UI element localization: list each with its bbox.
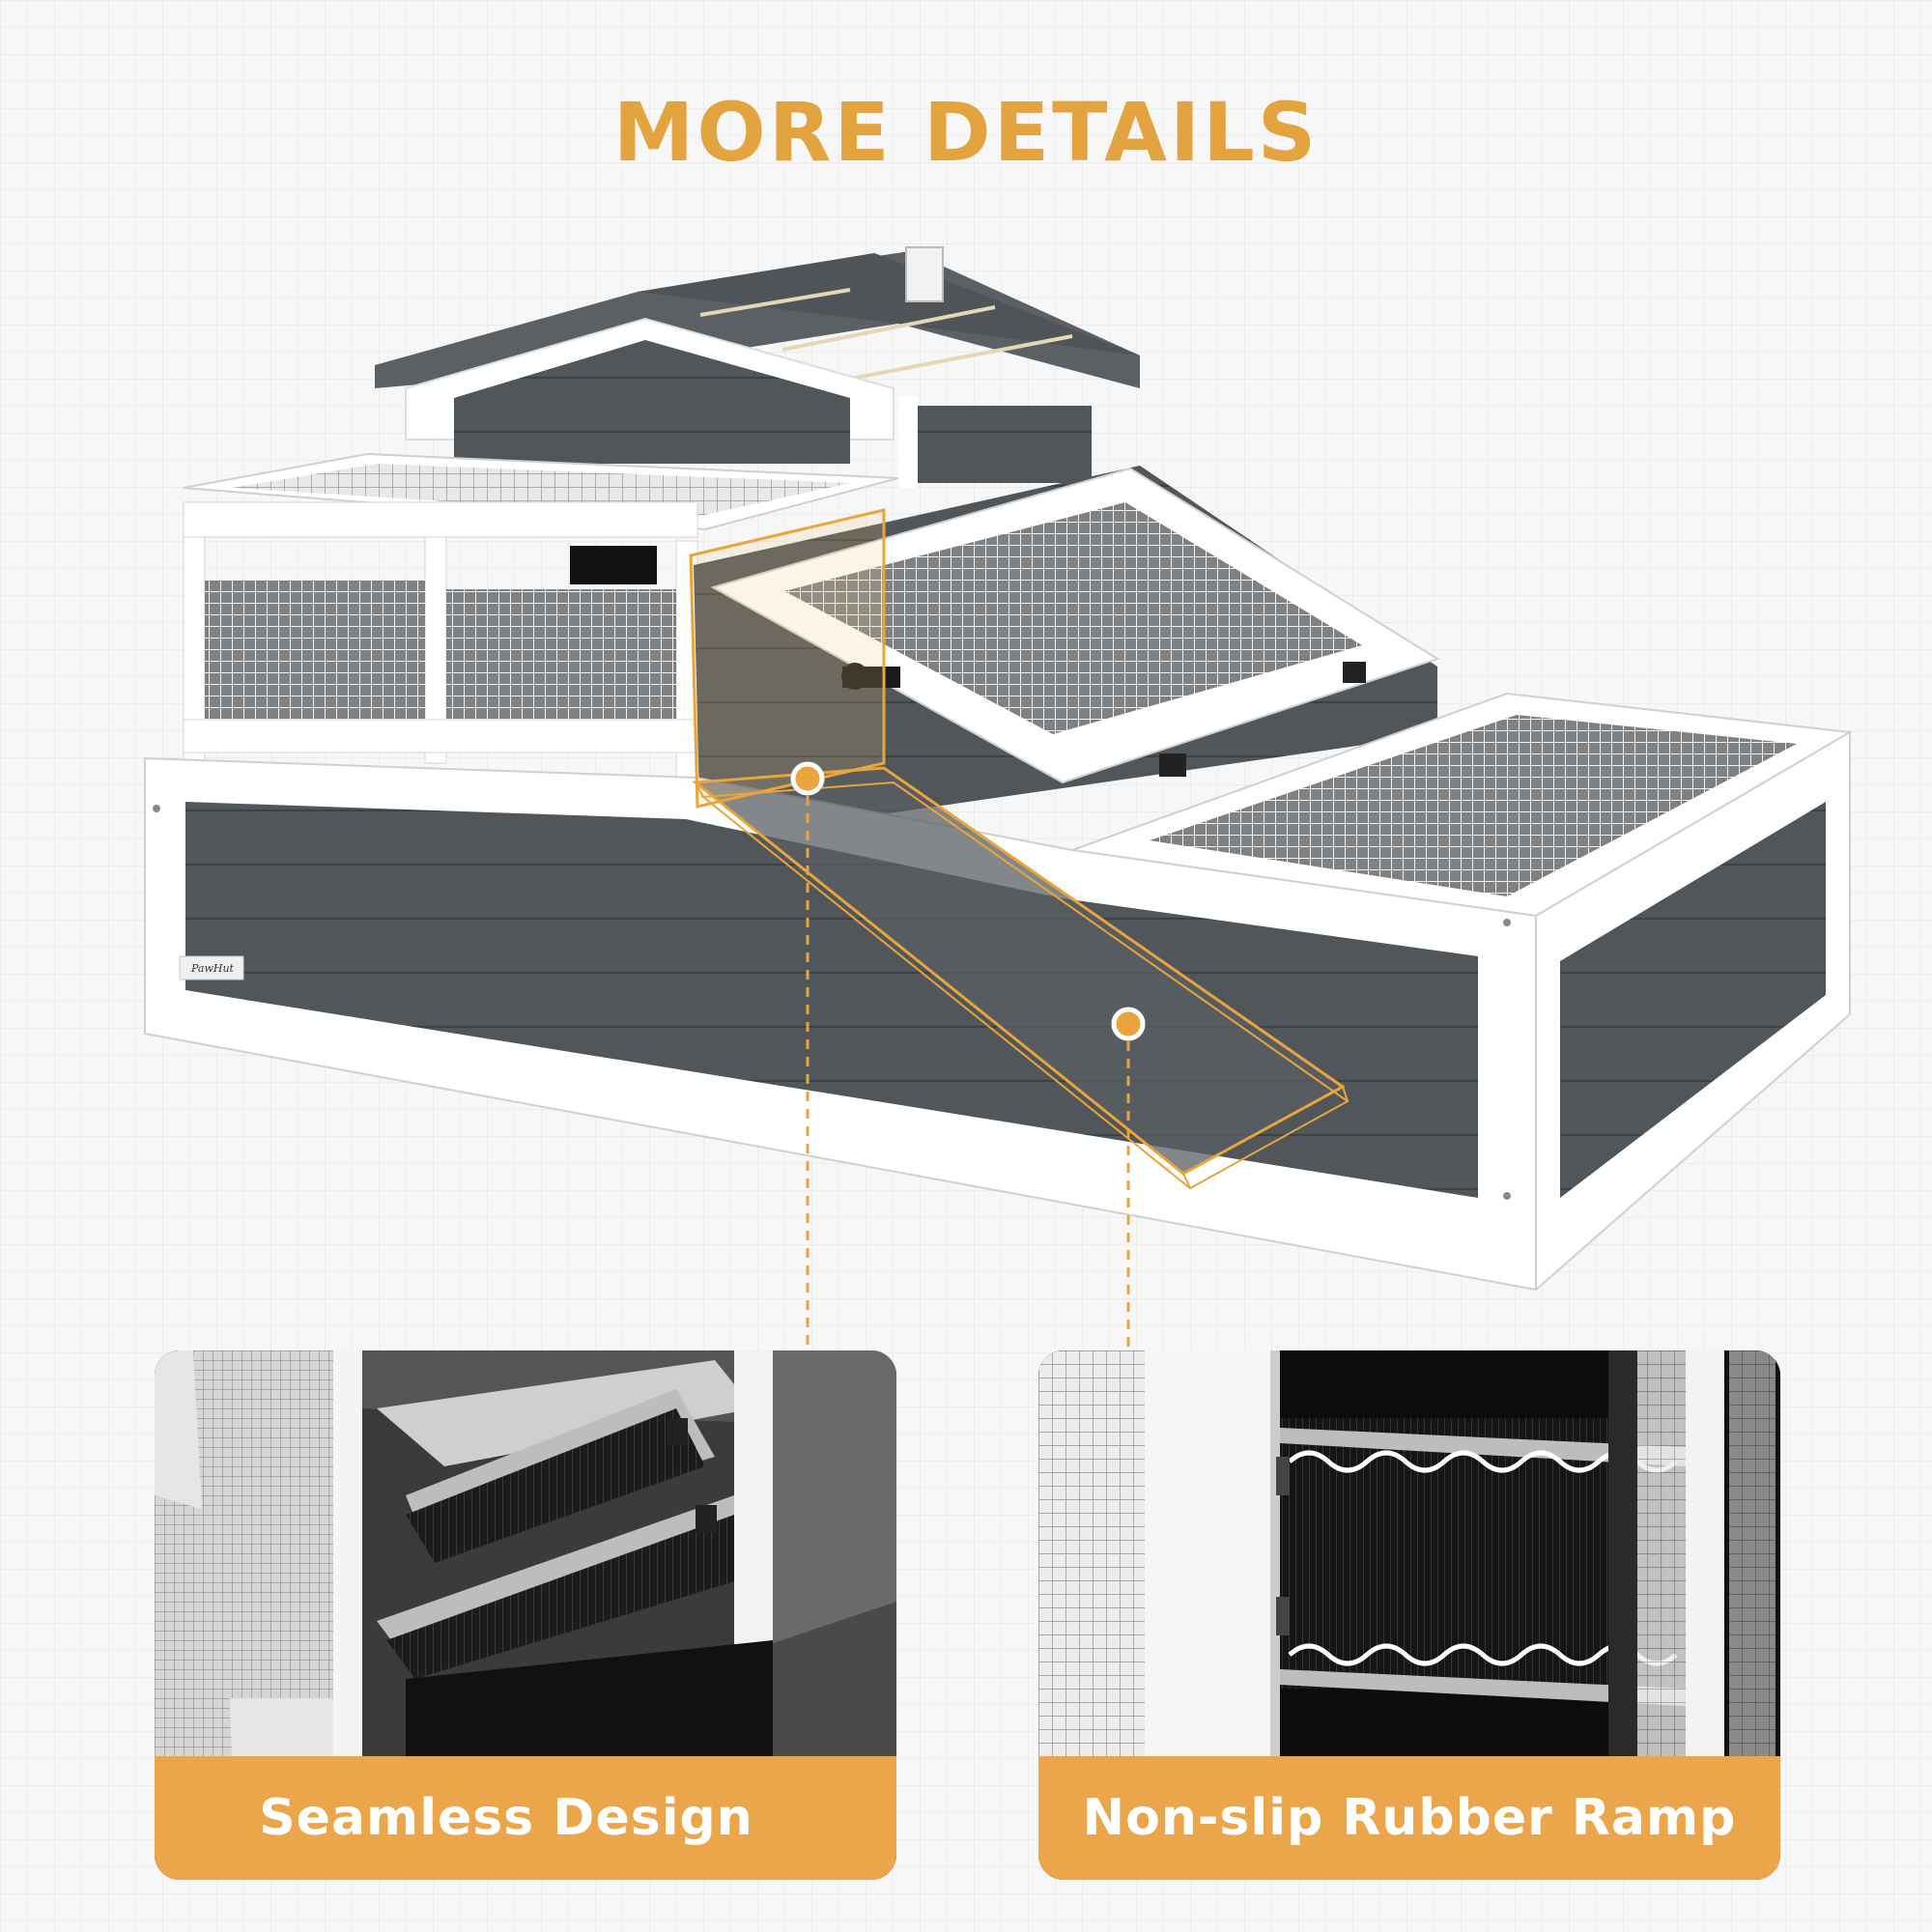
upper-left-run bbox=[183, 452, 899, 783]
ramp-highlight bbox=[689, 508, 1350, 1190]
nonslip-ramp-photo bbox=[1038, 1350, 1780, 1756]
detail-caption-nonslip-ramp: Non-slip Rubber Ramp bbox=[1038, 1756, 1780, 1880]
upper-house bbox=[405, 317, 1092, 488]
callout-markers bbox=[790, 761, 1146, 1352]
right-run bbox=[1071, 692, 1854, 1293]
page-title: MORE DETAILS bbox=[612, 85, 1320, 180]
seamless-detail-photo bbox=[155, 1350, 896, 1756]
detail-caption-seamless: Seamless Design bbox=[155, 1756, 896, 1880]
detail-card-seamless: Seamless Design bbox=[155, 1350, 896, 1880]
middle-lid bbox=[694, 466, 1440, 840]
brand-logo: PawHut bbox=[191, 962, 234, 975]
detail-card-nonslip-ramp: Non-slip Rubber Ramp bbox=[1038, 1350, 1780, 1880]
rabbit-hutch-illustration bbox=[144, 246, 1854, 1352]
